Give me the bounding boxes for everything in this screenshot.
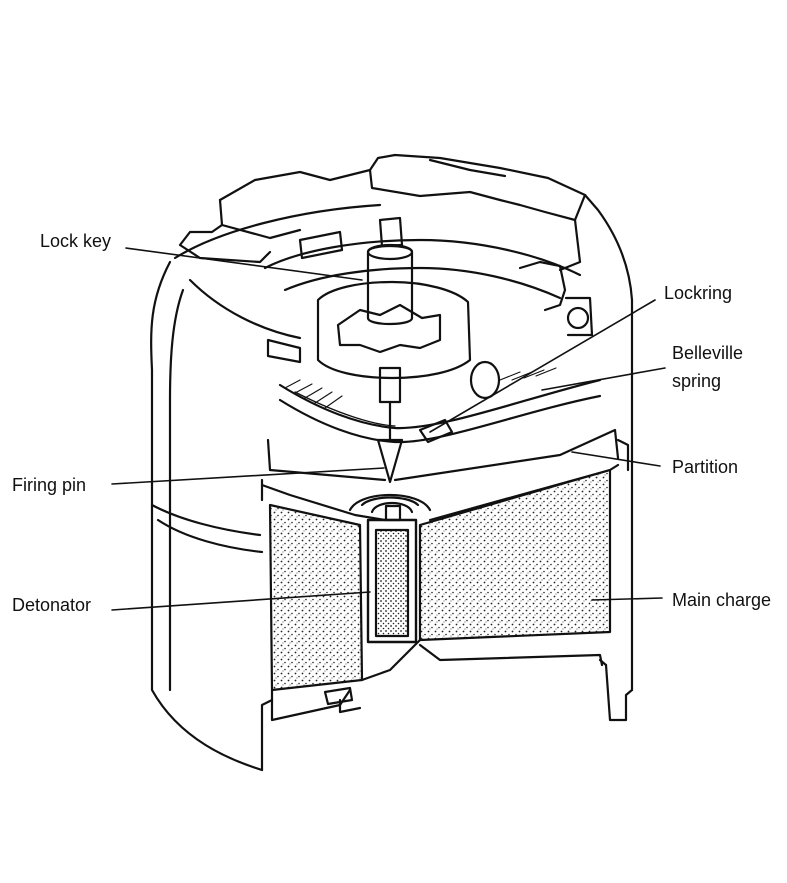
leader-lines <box>111 247 666 611</box>
label-detonator: Detonator <box>12 595 92 615</box>
top-cap <box>178 153 594 337</box>
leader-firing-pin <box>111 467 385 485</box>
leader-partition <box>571 451 661 467</box>
label-lock-key: Lock key <box>40 231 112 251</box>
leader-main-charge <box>591 597 663 601</box>
leader-detonator <box>111 591 371 611</box>
partition <box>260 428 630 522</box>
outer-housing <box>150 193 634 772</box>
belleville-spring <box>278 367 602 444</box>
detonator <box>366 501 418 644</box>
leader-belleville-spring <box>541 367 666 391</box>
bottom-feet <box>323 686 362 714</box>
leader-lock-key <box>125 247 363 281</box>
main-charge <box>268 468 612 722</box>
label-partition: Partition <box>672 457 739 477</box>
label-main-charge: Main charge <box>672 590 772 610</box>
fuze-assembly <box>266 216 501 484</box>
label-belleville-spring-line2: spring <box>672 371 722 391</box>
label-belleville-spring-line1: Belleville <box>672 343 744 363</box>
leader-lockring <box>429 299 656 433</box>
label-lockring: Lockring <box>664 283 733 303</box>
label-firing-pin: Firing pin <box>12 475 87 495</box>
